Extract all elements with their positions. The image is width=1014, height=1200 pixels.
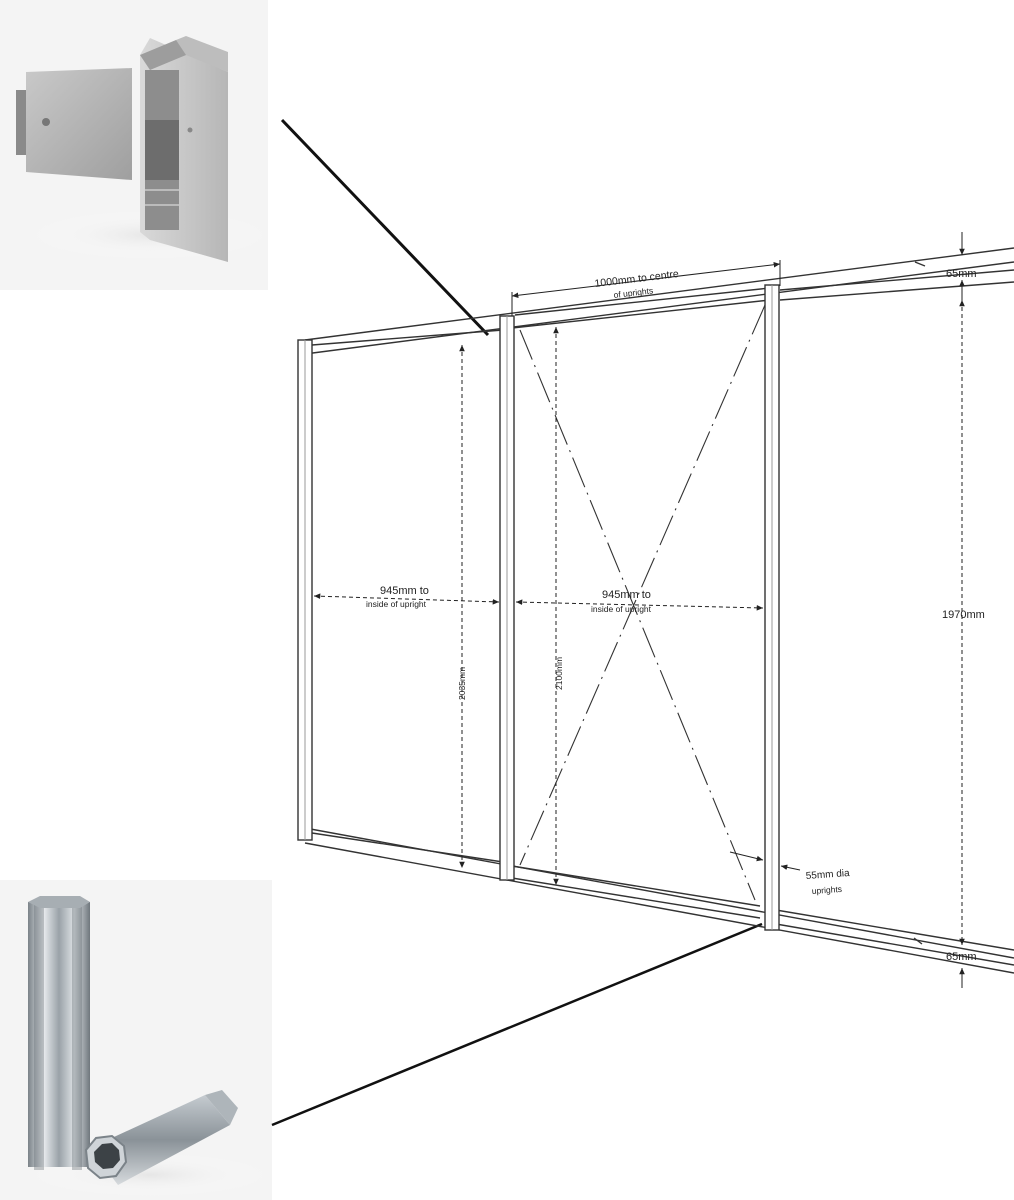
upright-left bbox=[297, 339, 313, 841]
diagonal-bracing bbox=[519, 304, 766, 901]
label-inner-mid-sub: inside of upright bbox=[591, 604, 652, 614]
dimension-lines bbox=[313, 232, 965, 988]
leader-line-upright bbox=[271, 922, 763, 1127]
frame-structure bbox=[304, 247, 1014, 974]
panel-profile-render bbox=[0, 0, 270, 290]
label-inner-mid: 945mm to bbox=[602, 589, 651, 601]
label-height-mid: 2100mm bbox=[554, 657, 564, 690]
label-upright-dia: 55mm dia bbox=[805, 868, 850, 882]
leader-line-panel bbox=[280, 118, 490, 337]
label-top-width-sub: of uprights bbox=[613, 285, 654, 300]
upright-middle bbox=[499, 315, 515, 881]
upright-right bbox=[764, 284, 780, 931]
label-height-left: 2035mm bbox=[457, 667, 467, 700]
label-rail-top: 65mm bbox=[946, 268, 977, 280]
upright-profile-render bbox=[0, 880, 272, 1200]
label-inner-left-sub: inside of upright bbox=[366, 599, 427, 609]
label-inner-left: 945mm to bbox=[380, 585, 429, 597]
label-upright-sub: uprights bbox=[811, 884, 842, 896]
label-rail-bottom: 65mm bbox=[946, 951, 977, 963]
label-height-right: 1970mm bbox=[942, 609, 985, 621]
